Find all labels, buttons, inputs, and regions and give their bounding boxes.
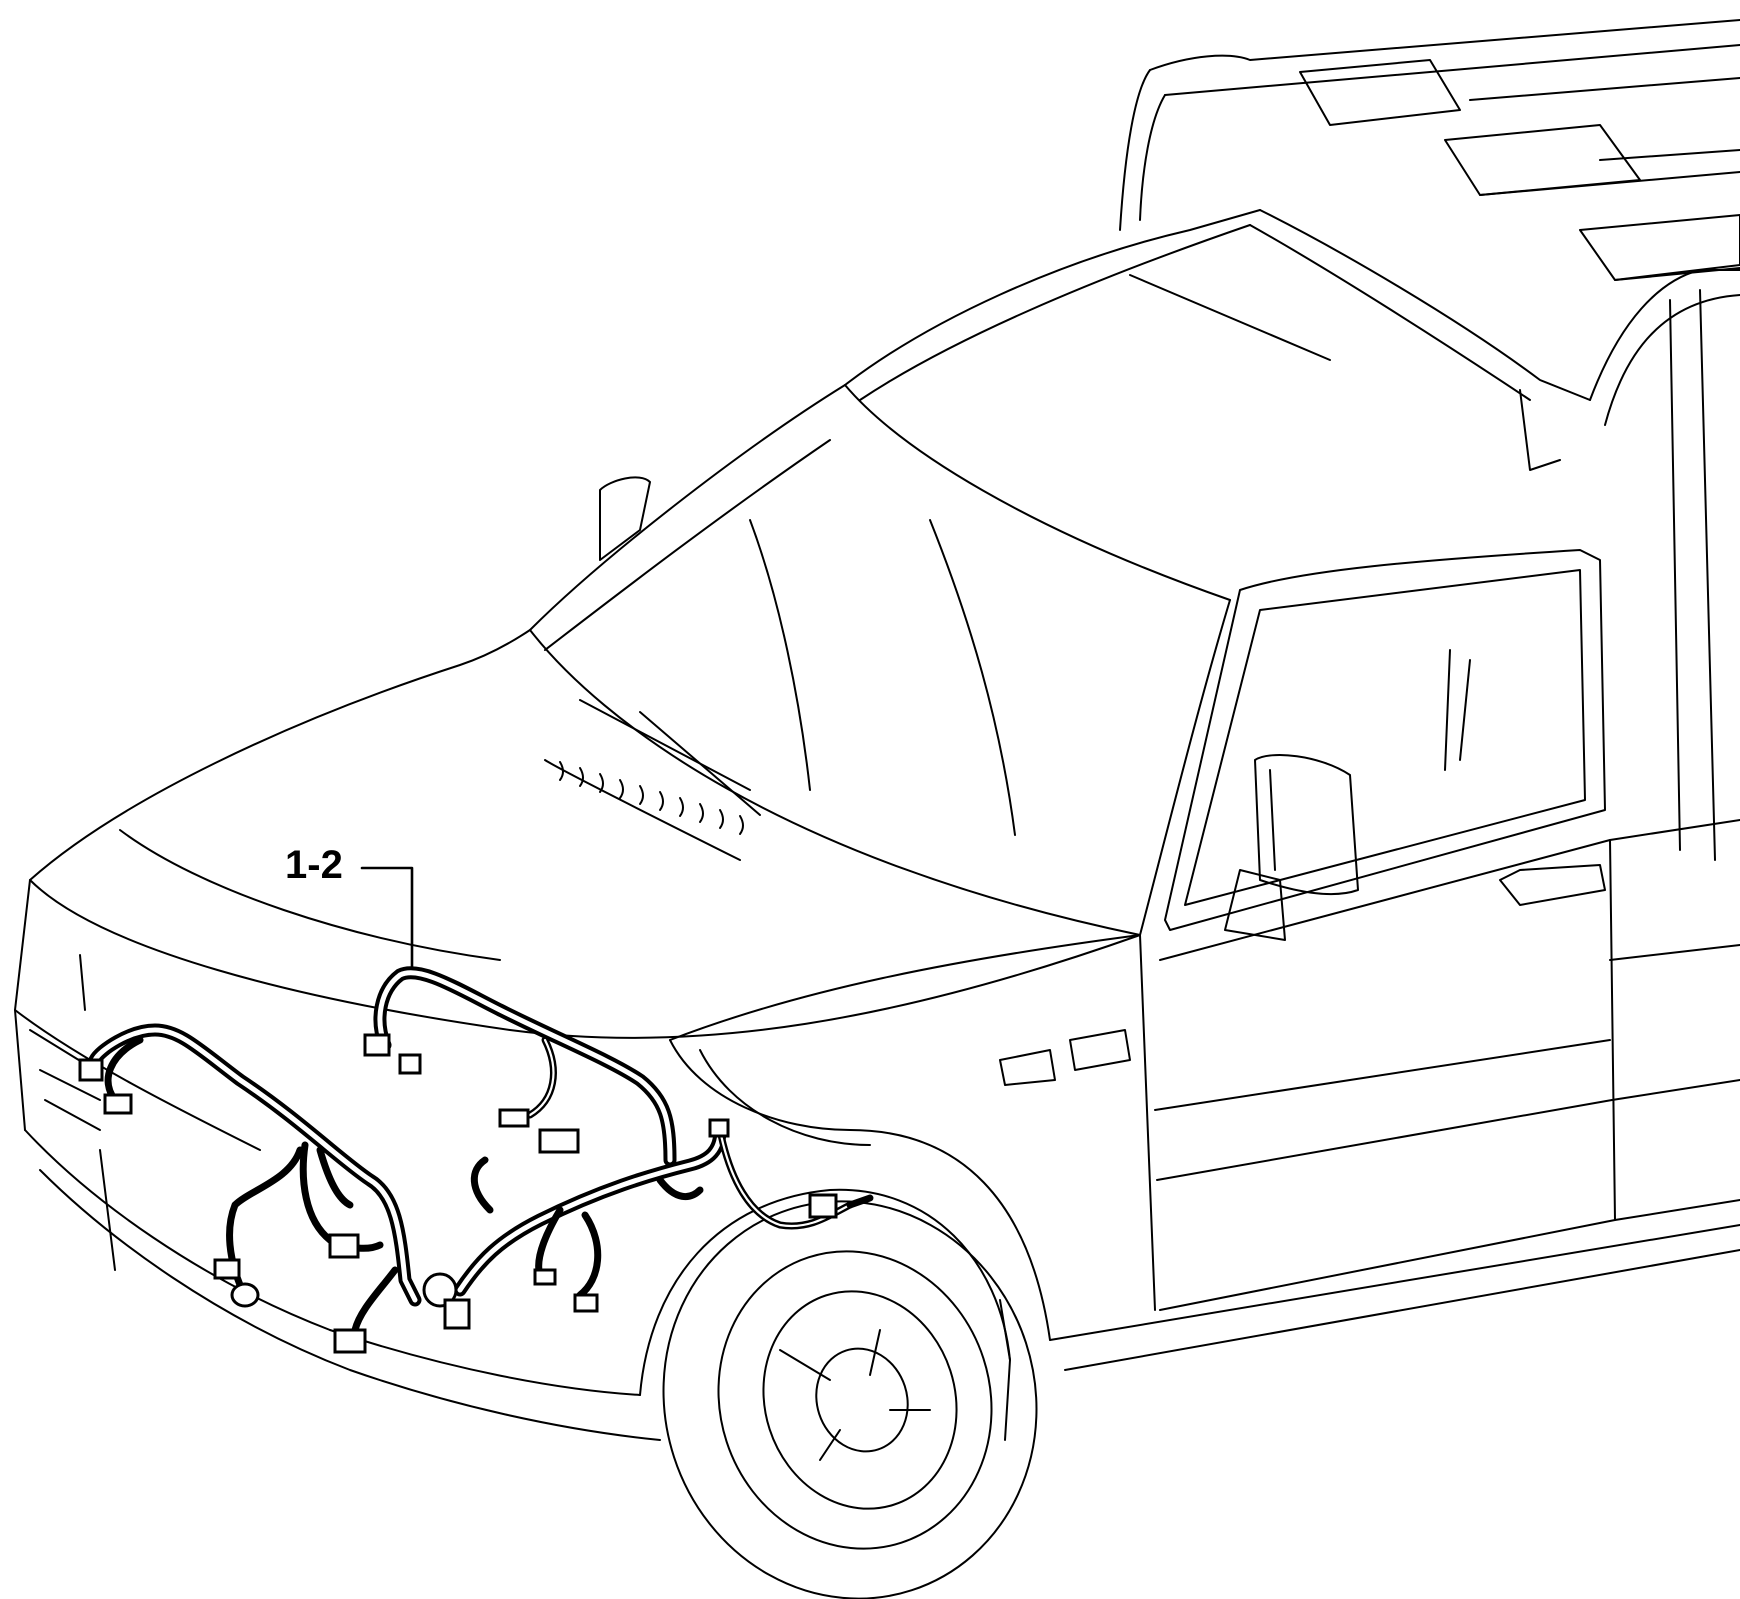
roof-rack [1119,19,1740,281]
connector [213,1258,241,1280]
connector [498,1108,530,1128]
connector [398,1053,422,1075]
connector [333,1328,367,1354]
door-panel [999,819,1740,1311]
rocker-panel [1049,1224,1740,1371]
front-wheel [639,1188,1038,1599]
callout-label: 1-2 [285,843,343,887]
antenna [599,476,651,561]
side-mirror [1224,754,1359,941]
connector [230,1282,260,1308]
hood [29,629,1141,1041]
hood-vents [559,761,744,835]
vehicle-outline [14,19,1740,1599]
connector [538,1128,580,1154]
windshield [529,384,1231,936]
connector [78,1058,104,1082]
connector [708,1118,730,1138]
connector [328,1233,360,1259]
side-window [1164,549,1606,931]
connector [103,1093,133,1115]
connector [808,1193,838,1219]
connector [443,1298,471,1330]
connector [363,1033,391,1057]
fender [669,1039,1051,1341]
front-fascia [14,879,661,1441]
connector [573,1293,599,1313]
callout-leader-line [360,866,414,970]
engine-wiring-harness [78,966,874,1354]
connector [533,1268,557,1286]
cab-roof [844,209,1740,861]
callout-1-2: 1-2 [285,843,414,970]
